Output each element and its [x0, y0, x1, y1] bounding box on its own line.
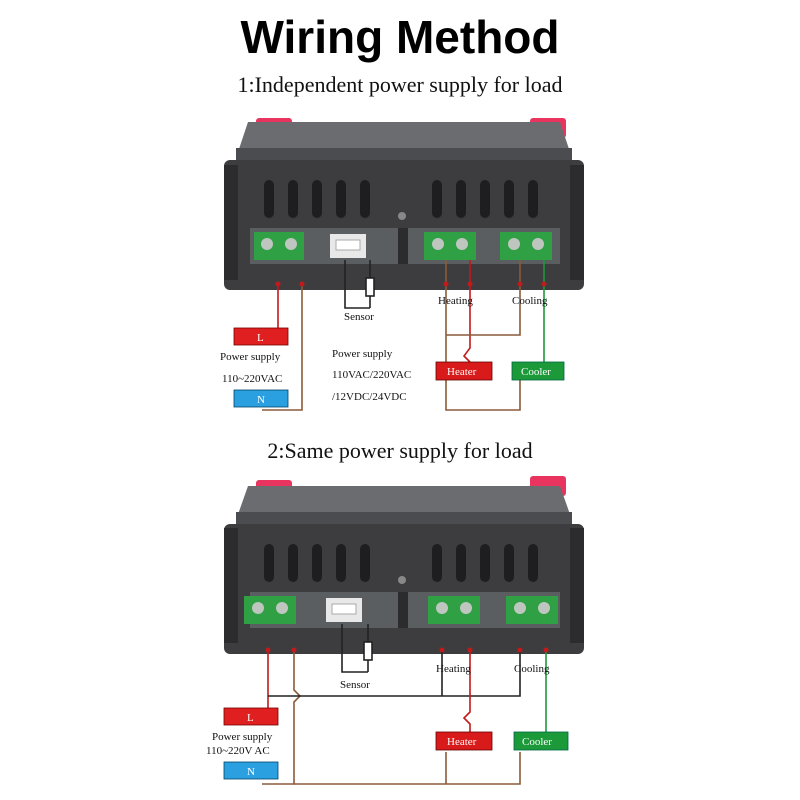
heating-label-2: Heating: [436, 663, 471, 675]
sensor-label: Sensor: [344, 311, 374, 323]
heater-box-2: [435, 731, 493, 751]
device-top-front-2: [236, 512, 572, 526]
device-side-right-2: [570, 528, 584, 643]
section-2-diagram: Sensor Heating Cooling L Power supply 11…: [206, 476, 584, 785]
heating-label: Heating: [438, 295, 473, 307]
pcb-divider: [398, 228, 408, 264]
sensor-connector-2: [326, 598, 362, 622]
device-top-front: [236, 148, 572, 162]
sensor-label-2: Sensor: [340, 679, 370, 691]
load-voltage-2: /12VDC/24VDC: [332, 391, 407, 403]
device-top-2: [236, 486, 572, 520]
L-box: [233, 327, 289, 346]
junction-dots-2: [265, 647, 549, 653]
load-power-label: Power supply: [332, 348, 393, 360]
junction-dots: [275, 281, 547, 287]
voltage-label-2: 110~220V AC: [206, 745, 270, 757]
cooling-terminal-2: [506, 596, 558, 624]
section-1-title: 1:Independent power supply for load: [237, 72, 563, 97]
device-body-2: [224, 524, 584, 654]
heating-terminal: [424, 232, 476, 260]
voltage-label: 110~220VAC: [222, 373, 282, 385]
L-label: L: [257, 332, 264, 344]
sensor-connector: [330, 234, 366, 258]
power-supply-label-2: Power supply: [212, 731, 273, 743]
cooling-label: Cooling: [512, 295, 548, 307]
heater-label: Heater: [447, 366, 477, 378]
pcb-divider-2: [398, 592, 408, 628]
power-terminal: [254, 232, 304, 260]
wires-section-2: [262, 624, 547, 785]
center-screw: [398, 212, 406, 220]
cooler-label-2: Cooler: [522, 736, 552, 748]
load-voltage-1: 110VAC/220VAC: [332, 369, 411, 381]
L-label-2: L: [247, 712, 254, 724]
page-title: Wiring Method: [240, 11, 560, 63]
N-label: N: [257, 394, 265, 406]
center-screw-2: [398, 576, 406, 584]
cooling-label-2: Cooling: [514, 663, 550, 675]
N-label-2: N: [247, 766, 255, 778]
device-side-right: [570, 165, 584, 280]
device-side-left-2: [224, 528, 238, 643]
cooling-terminal: [500, 232, 552, 260]
N-box: [233, 389, 289, 408]
cooler-box-2: [513, 731, 569, 751]
L-box-2: [223, 707, 279, 726]
power-supply-label: Power supply: [220, 351, 281, 363]
vents-2: [264, 544, 538, 582]
section-2-title: 2:Same power supply for load: [267, 438, 533, 463]
device-body: [224, 160, 584, 290]
N-box-2: [223, 761, 279, 780]
device-side-left: [224, 165, 238, 280]
power-terminal-2: [244, 596, 296, 624]
cooler-box: [511, 361, 565, 381]
section-1-diagram: Sensor Heating Cooling L Power supply 11…: [220, 118, 584, 411]
vents: [264, 180, 538, 218]
cooler-label: Cooler: [521, 366, 551, 378]
heater-label-2: Heater: [447, 736, 477, 748]
heating-terminal-2: [428, 596, 480, 624]
heater-box: [435, 361, 493, 381]
